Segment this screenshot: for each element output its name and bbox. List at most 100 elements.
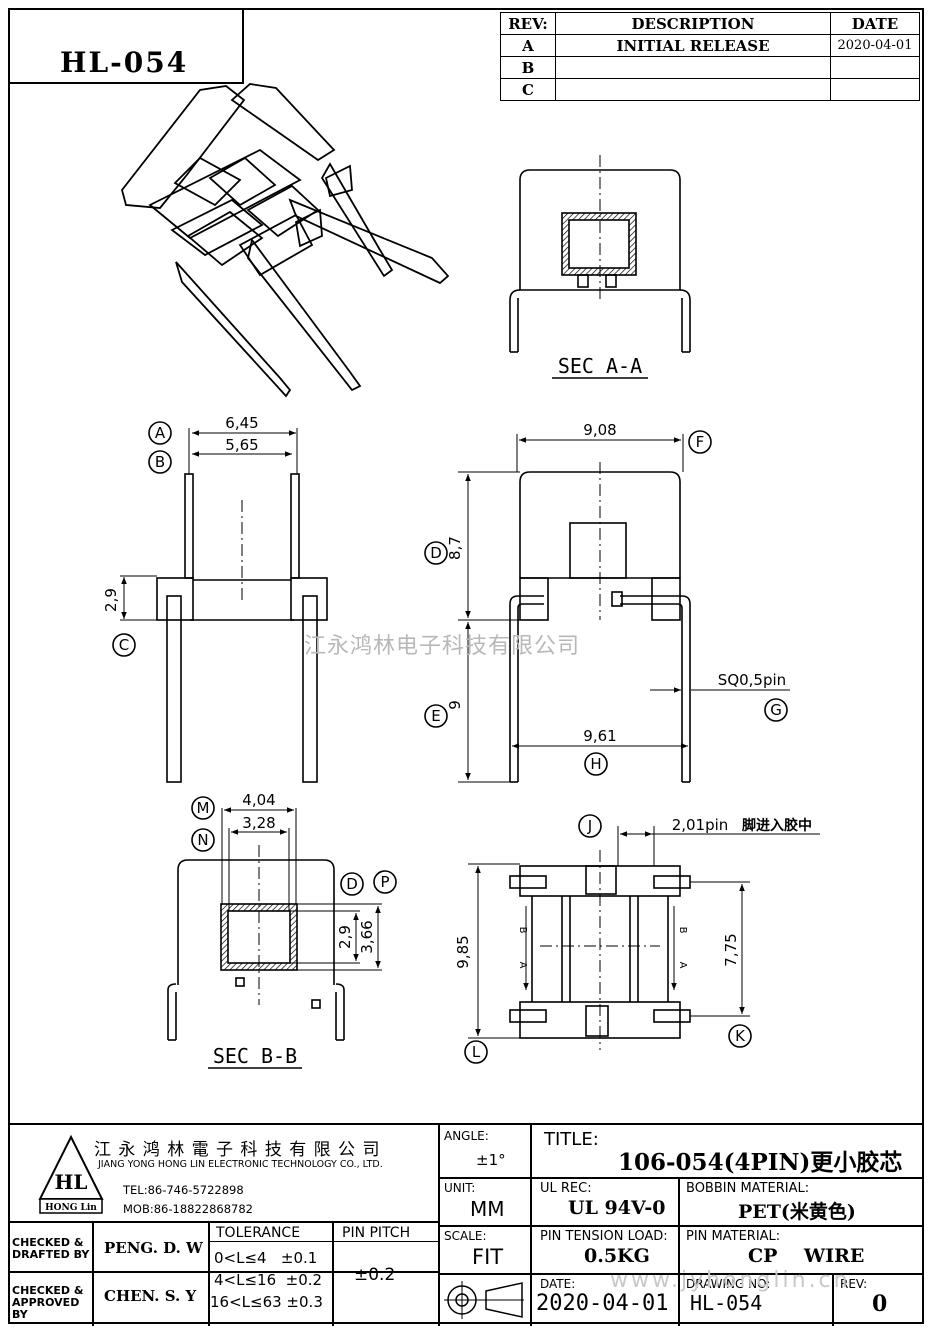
section-bb-view: [167, 796, 397, 1041]
drawing-no-label: DRAWING NO:: [686, 1277, 771, 1291]
unit-label: UNIT:: [444, 1181, 476, 1195]
sec-bb-label: SEC B-B: [213, 1044, 297, 1068]
company-name-en: JIANG YONG HONG LIN ELECTRONIC TECHNOLOG…: [98, 1159, 383, 1170]
tension-label: PIN TENSION LOAD:: [540, 1229, 668, 1244]
label-f: F: [696, 433, 705, 451]
date-label: DATE:: [540, 1277, 576, 1291]
side-a-left: A: [517, 962, 528, 969]
dim-9: 9: [446, 700, 464, 710]
tension-value: 0.5KG: [584, 1245, 650, 1267]
logo-sub: HONG Lin: [45, 1203, 97, 1213]
section-aa-view: [509, 155, 691, 353]
side-b-left: B: [517, 927, 528, 934]
revision-row: A INITIAL RELEASE 2020-04-01: [500, 34, 920, 57]
dim-985: 9,85: [454, 935, 472, 968]
checked-approved-value: CHEN. S. Y: [104, 1287, 197, 1305]
watermark: 江永鸿林电子科技有限公司: [304, 634, 581, 659]
date-header: DATE: [830, 12, 920, 35]
rev-label: REV:: [840, 1277, 868, 1291]
scale-label: SCALE:: [444, 1229, 487, 1243]
label-m: M: [197, 799, 210, 817]
label-c: C: [119, 636, 129, 654]
label-e: E: [431, 707, 440, 725]
title-value: 106-054(4PIN)更小胶芯: [618, 1149, 903, 1176]
checked-drafted-label: CHECKED & DRAFTED BY: [12, 1236, 90, 1261]
pin-material-value: CP WIRE: [748, 1245, 865, 1267]
label-p: P: [380, 873, 389, 891]
angle-value: ±1°: [476, 1151, 506, 1169]
date-value: 2020-04-01: [536, 1291, 669, 1316]
drawing-annotations: SEC A-A SEC B-B 6,45 5,65 2,9 9,08 8,7 9…: [102, 354, 812, 1069]
watermark-url: www.jyhonglin.cn: [610, 1268, 851, 1293]
unit-value: MM: [470, 1197, 505, 1221]
title-block: HL HONG Lin 江 永 鸿 林 電 子 科 技 有 限 公 司 JIAN…: [8, 1123, 924, 1326]
dim-565: 5,65: [225, 436, 258, 454]
date-cell: 2020-04-01: [830, 34, 920, 57]
label-h: H: [590, 755, 601, 773]
sec-aa-label: SEC A-A: [558, 354, 642, 378]
ul-value: UL 94V-0: [568, 1197, 666, 1219]
title-label: TITLE:: [544, 1129, 599, 1150]
dim-201: 2,01pin: [672, 816, 729, 834]
isometric-view: [121, 83, 450, 398]
front-view-right: [424, 430, 790, 783]
tolerance-row: 16<L≤63 ±0.3: [210, 1293, 323, 1311]
dim-645: 6,45: [225, 414, 258, 432]
rev-value: 0: [872, 1291, 888, 1317]
dim-404: 4,04: [242, 791, 275, 809]
dim-sq05: SQ0,5pin: [718, 671, 786, 689]
drawing-frame: [8, 8, 924, 1324]
bottom-view: [464, 814, 820, 1064]
revision-row: C: [500, 78, 920, 101]
company-tel: TEL:86-746-5722898: [123, 1183, 244, 1197]
label-d: D: [430, 544, 442, 562]
revision-table: REV: DESCRIPTION DATE A INITIAL RELEASE …: [500, 12, 920, 101]
projection-symbol-icon: [444, 1281, 524, 1319]
scale-value: FIT: [472, 1245, 504, 1269]
label-k: K: [735, 1027, 746, 1045]
side-b-right: B: [677, 927, 688, 934]
revision-header-row: REV: DESCRIPTION DATE: [500, 12, 920, 35]
company-mob: MOB:86-18822868782: [123, 1202, 254, 1216]
logo-text: HL: [55, 1170, 88, 1194]
angle-label: ANGLE:: [444, 1129, 489, 1143]
label-a: A: [155, 424, 166, 442]
checked-drafted-value: PENG. D. W: [104, 1239, 203, 1257]
label-b: B: [155, 453, 165, 471]
dim-87: 8,7: [446, 536, 464, 560]
side-a-right: A: [677, 962, 688, 969]
revision-row: B: [500, 56, 920, 79]
dim-328: 3,28: [242, 814, 275, 832]
company-name-cn: 江 永 鸿 林 電 子 科 技 有 限 公 司: [94, 1140, 381, 1160]
date-cell: [830, 78, 920, 101]
technical-drawing: SEC A-A SEC B-B 6,45 5,65 2,9 9,08 8,7 9…: [102, 83, 820, 1069]
checked-approved-label: CHECKED & APPROVED BY: [12, 1284, 84, 1321]
dim-961: 9,61: [583, 727, 616, 745]
dim-908: 9,08: [583, 421, 616, 439]
part-number: HL-054: [60, 46, 189, 79]
tolerance-label: TOLERANCE: [216, 1225, 301, 1241]
part-number-box: HL-054: [8, 8, 244, 84]
bobbin-label: BOBBIN MATERIAL:: [686, 1181, 810, 1196]
dim-775: 7,75: [722, 933, 740, 966]
dim-29b: 2,9: [336, 925, 354, 949]
pin-pitch-label: PIN PITCH: [342, 1225, 411, 1241]
tolerance-row: 4<L≤16 ±0.2: [214, 1271, 323, 1289]
label-n: N: [197, 831, 208, 849]
label-j: J: [587, 817, 592, 835]
dim-29: 2,9: [102, 588, 120, 612]
pin-pitch-value: ±0.2: [354, 1265, 396, 1285]
tolerance-row: 0<L≤4 ±0.1: [214, 1249, 318, 1267]
bobbin-value: PET(米黄色): [738, 1201, 856, 1223]
company-logo: HL HONG Lin: [38, 1134, 104, 1214]
dim-201-note: 脚进入胶中: [742, 817, 812, 834]
pin-material-label: PIN MATERIAL:: [686, 1229, 781, 1244]
front-view-left: [112, 421, 328, 783]
description-header: DESCRIPTION: [555, 12, 831, 35]
label-g: G: [770, 701, 782, 719]
ul-label: UL REC:: [540, 1181, 592, 1196]
label-l: L: [472, 1043, 481, 1061]
label-o: D: [346, 875, 358, 893]
drawing-no-value: HL-054: [690, 1291, 763, 1315]
dim-366: 3,66: [358, 920, 376, 953]
